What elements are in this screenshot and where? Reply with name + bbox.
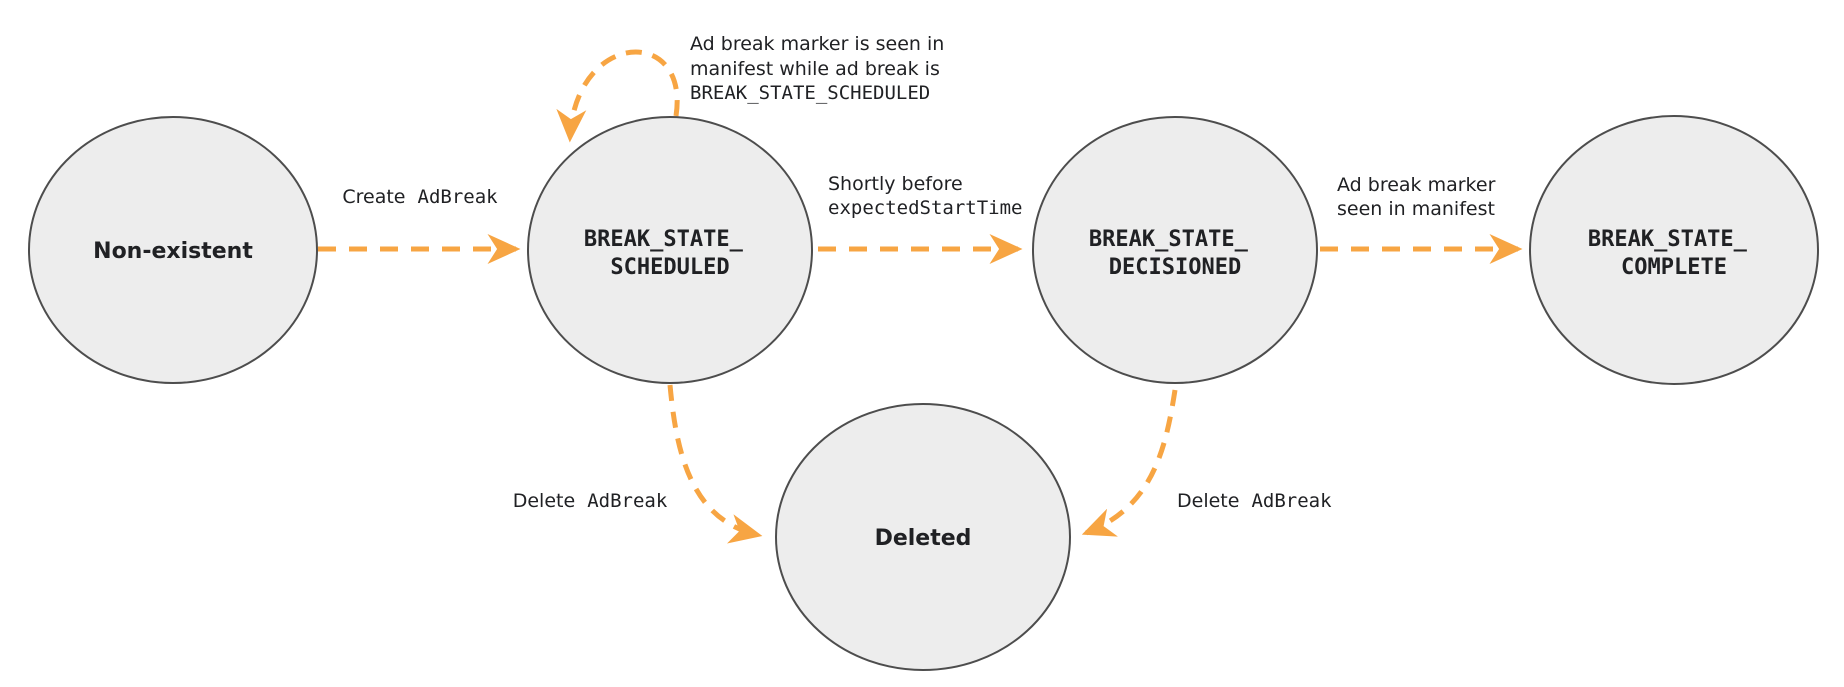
state-label-complete-line1: BREAK_STATE_ xyxy=(1588,227,1748,252)
edge-label-delete-from-scheduled: Delete AdBreak xyxy=(513,490,668,512)
state-label-scheduled: BREAK_STATE_ SCHEDULED xyxy=(584,227,756,280)
edge-label-delete-from-scheduled-text: Delete xyxy=(513,490,575,512)
state-label-decisioned-line1: BREAK_STATE_ xyxy=(1089,227,1249,252)
edge-label-delete-from-decisioned: Delete AdBreak xyxy=(1177,490,1332,512)
edge-label-delete-from-decisioned-text: Delete xyxy=(1177,490,1239,512)
states-group xyxy=(28,115,1819,671)
edge-label-create-text: Create xyxy=(342,186,405,208)
edge-delete-from-scheduled-arrow xyxy=(667,384,763,544)
edge-label-to-complete-line1: Ad break marker xyxy=(1337,174,1496,196)
state-label-scheduled-line2: SCHEDULED xyxy=(610,255,729,280)
edge-label-to-complete: Ad break marker seen in manifest xyxy=(1337,174,1501,220)
edge-self-loop-arrow xyxy=(556,49,680,143)
edge-label-to-decisioned-line1: Shortly before xyxy=(828,173,963,195)
edge-label-create-code: AdBreak xyxy=(418,186,499,208)
edge-label-to-decisioned-line2-code: expectedStartTime xyxy=(828,197,1022,219)
edges-group xyxy=(318,49,1523,544)
state-label-complete-line2: COMPLETE xyxy=(1621,255,1727,280)
edge-delete-from-decisioned-arrow xyxy=(1081,389,1178,537)
labels-group: Non-existent BREAK_STATE_ SCHEDULED BREA… xyxy=(93,33,1760,551)
state-circle-decisioned xyxy=(1032,116,1318,384)
state-circle-scheduled xyxy=(527,116,813,384)
edge-label-to-decisioned: Shortly before expectedStartTime xyxy=(828,173,1022,219)
state-label-nonexistent: Non-existent xyxy=(93,239,253,264)
state-label-complete: BREAK_STATE_ COMPLETE xyxy=(1588,227,1760,280)
edge-label-delete-from-decisioned-code: AdBreak xyxy=(1251,490,1332,512)
edge-label-self-loop: Ad break marker is seen in manifest whil… xyxy=(690,33,950,104)
edge-label-self-loop-line1: Ad break marker is seen in xyxy=(690,33,944,55)
state-label-scheduled-line1: BREAK_STATE_ xyxy=(584,227,744,252)
state-circle-nonexistent xyxy=(28,116,318,384)
state-label-decisioned-line2: DECISIONED xyxy=(1109,255,1241,280)
state-circle-complete xyxy=(1529,115,1819,385)
state-circle-deleted xyxy=(775,403,1071,671)
edge-label-self-loop-line3-code: BREAK_STATE_SCHEDULED xyxy=(690,82,930,104)
edge-label-to-complete-line2: seen in manifest xyxy=(1337,198,1495,220)
edge-label-delete-from-scheduled-code: AdBreak xyxy=(587,490,668,512)
edge-label-create: Create AdBreak xyxy=(342,186,498,208)
state-label-decisioned: BREAK_STATE_ DECISIONED xyxy=(1089,227,1261,280)
edge-label-self-loop-line2: manifest while ad break is xyxy=(690,58,940,80)
state-label-deleted: Deleted xyxy=(875,526,972,551)
